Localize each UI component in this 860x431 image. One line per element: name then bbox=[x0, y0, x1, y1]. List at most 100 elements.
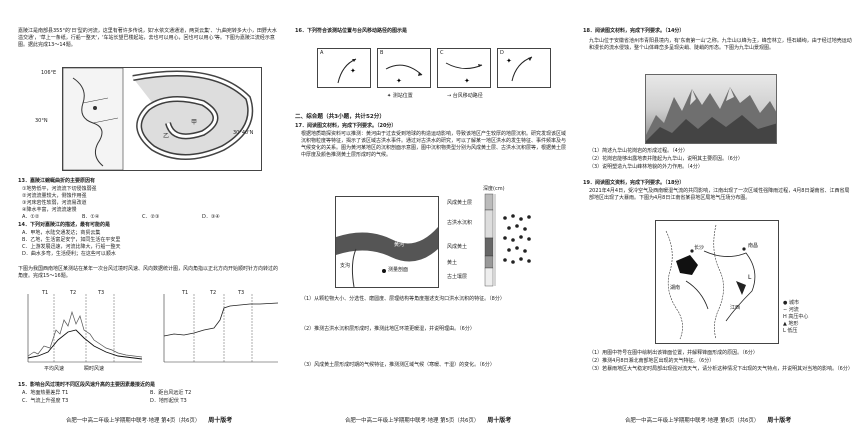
map-label-nanchang: 南昌 bbox=[748, 243, 759, 249]
map-label-lat2: 30°40'N bbox=[233, 130, 254, 136]
exam-page-6: 18．阅读图文材料，完成下列要求。（14分） 九华山位于安徽省池州市青阳县境内，… bbox=[575, 0, 860, 431]
legend-station-text: 测站位置 bbox=[392, 93, 413, 99]
q16-option-d[interactable]: D ✦ bbox=[497, 48, 551, 88]
q14-choice-a: A．甲地，水陆交通发达；商贸云集 bbox=[22, 230, 101, 236]
q13-choice-b: B．①④ bbox=[82, 214, 100, 220]
q16-legend-station: ✦ 测站位置 bbox=[387, 93, 413, 99]
svg-text:乙: 乙 bbox=[163, 133, 169, 140]
river-label: 黄河 bbox=[394, 242, 405, 248]
q16-option-a[interactable]: A ✦ bbox=[317, 48, 371, 88]
q17-sub1: （1）从颗粒物大小、分选性、磨圆度、层理结构等角度描述支沟口洪水沉积的特征。（8… bbox=[301, 296, 505, 302]
q17-sub3: （3）风成黄土层形成时期的气候特征，推测测区域气候（寒暖、干湿）的变化。（6分） bbox=[301, 362, 495, 368]
q17-profile-figure: 黄河 支沟 测量剖面 深度(cm) 风成黄土层 古洪水沉积 风成黄土 黄土 古土… bbox=[335, 186, 545, 292]
q16-options-figure: A ✦ B ✦ C ✦ D ✦ bbox=[317, 48, 553, 90]
passage-intro: 嘉陵江是南部县355°的'日'型的河流，这里有著许多传说，如'水依文通通道，两货… bbox=[18, 28, 277, 48]
river-map-svg: 甲 乙 bbox=[62, 67, 254, 171]
q18-sub1: （1）简述九华山花岗岩的形成过程。（4分） bbox=[589, 148, 688, 154]
chart2-label-t3: T3 bbox=[238, 290, 245, 296]
q13-choice-d: D．③④ bbox=[202, 214, 220, 220]
q18-text: 九华山位于安徽省池州市青阳县境内，有'东南第一山'之称。九华山以峰为主，峰峦林立… bbox=[589, 38, 852, 51]
legend-river: ∼ 河流 bbox=[783, 307, 799, 313]
jialing-river-map: 甲 乙 106°E 30°N 30°40'N bbox=[35, 67, 262, 171]
wind-speed-chart: T1 T2 T3 平均风速 瞬时风速 bbox=[14, 290, 146, 376]
q16-option-c[interactable]: C ✦ bbox=[437, 48, 491, 88]
q13-choice-c: C．②③ bbox=[142, 214, 160, 220]
q15-choice-a: A．地面热量差异 T1 bbox=[22, 390, 69, 396]
wind-speed-chart-svg bbox=[27, 294, 143, 363]
stratigraphic-column: 深度(cm) 风成黄土层 古洪水沉积 风成黄土 黄土 古土壤层 bbox=[447, 186, 543, 288]
q16-a-svg: ✦ bbox=[337, 58, 357, 84]
page-footer: 合肥一中高二年级上学期期中联考·地理 第4页（共6页）周十版考 bbox=[66, 417, 232, 425]
wind-direction-chart: T1 T2 T3 bbox=[150, 290, 282, 376]
column-svg bbox=[484, 193, 531, 287]
layer-label-1: 风成黄土层 bbox=[447, 200, 473, 206]
q19-sub2: （2）推测4月8日湘北南部地区出现的天气特征。（6分） bbox=[589, 358, 715, 364]
q16-label-a: A bbox=[320, 50, 324, 56]
chart2-label-t2: T2 bbox=[210, 290, 217, 296]
q14-choice-b: B．乙地，生活富足安宁，如同生活在平安里 bbox=[22, 237, 121, 243]
q13-option-3: ③河床岩性软弱，河流易改道 bbox=[22, 200, 87, 206]
q16-option-b[interactable]: B ✦ bbox=[377, 48, 431, 88]
legend-terrain: ▲ 地形 bbox=[783, 321, 799, 327]
tributary-label: 支沟 bbox=[340, 263, 351, 269]
page-footer: 合肥一中高二年级上学期期中联考·地理 第5页（共6页）周十版考 bbox=[345, 417, 511, 425]
legend-low-text: 低压 bbox=[787, 328, 798, 334]
q17-text: 根据地质勘探资料可以推测：黄河由于过去受到地球的构造运动影响，导致该地区产生较厚… bbox=[301, 131, 567, 158]
legend-city-text: 城市 bbox=[788, 300, 799, 306]
q18-sub2: （2）花岗岩能够出露地表并隆起为九华山，说明其主要原因。（6分） bbox=[589, 156, 743, 162]
q17-sub2: （2）推测古洪水沉积层形成时，推测此地区环境更暖湿，并说明理由。（6分） bbox=[301, 326, 475, 332]
passage-typhoon: 下图为我国西南地区某测站在某年一次台风过境时风速、风向数据统计图，风向角指以正北… bbox=[18, 266, 279, 279]
q16-b-svg: ✦ bbox=[385, 64, 423, 85]
q13-stem: 13．嘉陵江蜿蜒曲折的主要原因有 bbox=[18, 178, 95, 184]
q17-stem: 17．阅读图文材料，完成下列要求。（20分） bbox=[295, 123, 397, 129]
chart2-label-t1: T1 bbox=[182, 290, 189, 296]
legend-city: ● 城市 bbox=[783, 300, 799, 306]
q16-stem: 16．下列符合该测站位置与台风移动路径的图示是 bbox=[295, 28, 407, 34]
mountain-photo-svg bbox=[646, 87, 776, 143]
layer-label-5: 古土壤层 bbox=[447, 274, 468, 280]
q19-text: 2021年4月4日，受冷空气及西南暖湿气流的共同影响，江南出现了一次区域性强降雨… bbox=[589, 188, 850, 201]
layer-label-2: 古洪水沉积 bbox=[447, 220, 473, 226]
q14-choice-d: D．曲水多弯，生活便利；在这些可以顺水 bbox=[22, 251, 116, 257]
q16-legend-path: → 台风移动路径 bbox=[447, 93, 483, 99]
footer-tag: 周十版考 bbox=[767, 416, 792, 424]
q15-choice-d: D．地形起伏 T3 bbox=[150, 398, 187, 404]
footer-text: 合肥一中高二年级上学期期中联考·地理 第4页（共6页） bbox=[66, 417, 201, 424]
chart-legend-gust: 瞬时风速 bbox=[84, 366, 105, 372]
jiuhua-mountain-photo bbox=[645, 74, 777, 144]
legend-low: L 低压 bbox=[783, 328, 798, 334]
q13-choice-a: A．①② bbox=[22, 214, 40, 220]
q13-option-2: ②河流流量较大，侧蚀作用强 bbox=[22, 193, 87, 199]
q18-sub3: （3）说明塑造九华山峰林地貌的外力作用。（4分） bbox=[589, 164, 703, 170]
layer-label-4: 黄土 bbox=[447, 260, 458, 266]
svg-text:✦: ✦ bbox=[350, 67, 356, 75]
q16-label-c: C bbox=[440, 50, 444, 56]
legend-high: H 高压中心 bbox=[783, 314, 809, 320]
river-sketch-map: 黄河 支沟 测量剖面 bbox=[335, 196, 439, 288]
depth-label: 深度(cm) bbox=[483, 186, 505, 192]
q15-choice-c: C．气流上升强度 T3 bbox=[22, 398, 69, 404]
q14-choice-c: C．上游发展迅速，河流比降大，行船一整天 bbox=[22, 244, 121, 250]
q16-d-svg: ✦ bbox=[506, 56, 533, 82]
q19-stem: 19．阅读图文资料，完成下列要求。（18分） bbox=[583, 180, 685, 186]
wind-direction-chart-svg bbox=[163, 294, 279, 363]
map-label-longitude: 106°E bbox=[41, 70, 57, 76]
page-footer: 合肥一中高二年级上学期期中联考·地理 第6页（共6页）周十版考 bbox=[625, 417, 791, 425]
q16-label-b: B bbox=[380, 50, 384, 56]
q13-option-1: ①地势低平，河流流下切侵蚀弱强 bbox=[22, 186, 97, 192]
q15-stem: 15．影响台风过境时不同区段风速升高的主要因素最接近的是 bbox=[18, 382, 155, 388]
map-label-jiangxi: 江西 bbox=[730, 305, 741, 311]
q19-sub1: （1）用图中符号在图中绘制出该锋面位置，并解释锋面形成的原因。（6分） bbox=[589, 350, 758, 356]
layer-label-3: 风成黄土 bbox=[447, 244, 468, 250]
svg-text:L: L bbox=[748, 274, 752, 281]
q15-choice-b: B．距台风远近 T2 bbox=[150, 390, 192, 396]
profile-label: 测量剖面 bbox=[388, 267, 409, 273]
chart-label-t2: T2 bbox=[70, 290, 77, 296]
river-sketch-svg bbox=[336, 227, 438, 288]
chart-label-t1: T1 bbox=[42, 290, 49, 296]
pressure-map-svg: L bbox=[665, 224, 756, 340]
legend-river-text: 河流 bbox=[788, 307, 799, 313]
q16-c-svg: ✦ bbox=[445, 62, 483, 85]
legend-terrain-text: 地形 bbox=[788, 321, 799, 327]
q19-pressure-map: L 湖南 江西 长沙 南昌 bbox=[655, 220, 779, 344]
